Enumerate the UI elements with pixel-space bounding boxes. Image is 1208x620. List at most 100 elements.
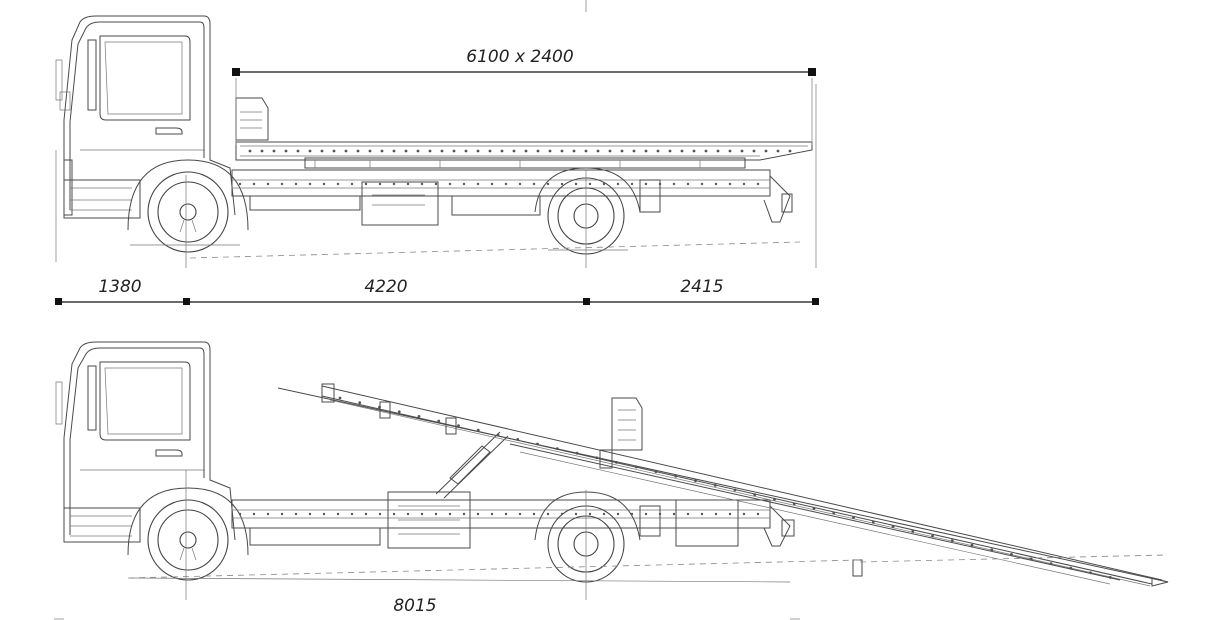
platform-hole (378, 405, 381, 409)
chassis-hole (602, 512, 606, 516)
chassis-hole (420, 182, 424, 186)
platform-hole (656, 149, 660, 153)
platform-hole (416, 149, 420, 153)
dim-front-overhang-label: 1380 (98, 277, 141, 297)
chassis-hole (434, 182, 438, 186)
ground-line-top (189, 241, 801, 259)
tilted-platform (277, 383, 1169, 587)
chassis-hole (378, 512, 382, 516)
front-step-top (63, 179, 141, 219)
platform-hole (608, 149, 612, 153)
platform-hole (548, 149, 552, 153)
dim-rear-overhang-label: 2415 (680, 277, 723, 297)
chassis-hole (294, 182, 298, 186)
chassis-hole (672, 512, 676, 516)
platform-hole (668, 149, 672, 153)
chassis-hole (448, 512, 452, 516)
platform-hole (733, 488, 737, 492)
chassis-hole (644, 512, 648, 516)
platform-hole (320, 149, 324, 153)
chassis-hole (588, 182, 592, 186)
platform-hole (512, 149, 516, 153)
chassis-hole (364, 182, 368, 186)
platform-hole (1108, 576, 1112, 579)
chassis-hole (434, 512, 438, 516)
platform-hole (911, 530, 915, 533)
chassis-hole (546, 512, 550, 516)
chassis-hole (588, 512, 592, 516)
chassis-hole (392, 182, 396, 186)
platform-hole (284, 149, 288, 153)
dimension-axles: 1380 4220 2415 (55, 277, 819, 305)
chassis-hole (392, 512, 396, 516)
chassis-hole (630, 182, 634, 186)
platform-hole (356, 149, 360, 153)
chassis-hole (448, 182, 452, 186)
platform-hole (524, 149, 528, 153)
platform-hole (344, 149, 348, 153)
ground-line-bottom-3 (129, 577, 791, 583)
chassis-hole (406, 512, 410, 516)
chassis-hole (714, 512, 718, 516)
platform-hole (764, 149, 768, 153)
chassis-hole (644, 182, 648, 186)
chassis-hole (532, 182, 536, 186)
chassis-hole (462, 182, 466, 186)
platform-hole (740, 149, 744, 153)
chassis-hole (504, 512, 508, 516)
chassis-hole (490, 512, 494, 516)
chassis-hole (378, 182, 382, 186)
chassis-hole (518, 182, 522, 186)
chassis-bottom (231, 491, 795, 549)
platform-hole (555, 447, 559, 450)
chassis-hole (504, 182, 508, 186)
platform-hole (728, 149, 732, 153)
platform-hole (392, 149, 396, 153)
platform-hole (852, 516, 855, 519)
chassis-hole (364, 512, 368, 516)
platform-hole (753, 493, 757, 496)
chassis-hole (490, 182, 494, 186)
platform-hole (476, 428, 480, 432)
chassis-hole (322, 182, 326, 186)
platform-hole (308, 149, 312, 153)
platform-hole (440, 149, 444, 153)
chassis-hole (420, 512, 424, 516)
chassis-hole (518, 512, 522, 516)
platform-hole (632, 149, 636, 153)
platform-hole (560, 149, 564, 153)
chassis-hole (308, 182, 312, 186)
platform-hole (584, 149, 588, 153)
chassis-hole (350, 182, 354, 186)
platform-hole (716, 149, 720, 153)
chassis-hole (252, 512, 256, 516)
chassis-hole (630, 512, 634, 516)
platform-hole (674, 474, 678, 478)
front-step-bottom (63, 507, 141, 543)
front-wheel-top (127, 159, 249, 253)
platform-hole (500, 149, 504, 153)
platform-hole (368, 149, 372, 153)
platform-hole (812, 507, 816, 510)
chassis-hole (756, 182, 760, 186)
platform-hole (596, 149, 600, 153)
chassis-hole (574, 182, 578, 186)
cab-top (55, 15, 236, 216)
hydraulic-cylinder (435, 431, 509, 499)
platform-hole (1069, 566, 1073, 570)
dim-platform-label: 6100 x 2400 (466, 47, 573, 67)
chassis-hole (308, 512, 312, 516)
dim-total-length-label: 8015 (393, 596, 436, 616)
platform-hole (752, 149, 756, 153)
platform-hole (1049, 562, 1053, 565)
platform-hole (792, 502, 796, 506)
platform-hole (272, 149, 276, 153)
platform-hole (536, 149, 540, 153)
truck-bottom-view (55, 341, 1169, 600)
ground-line-bottom-1 (127, 559, 861, 579)
platform-hole (644, 149, 648, 153)
rear-wheel-bottom (534, 491, 641, 583)
chassis-hole (560, 182, 564, 186)
chassis-hole (658, 182, 662, 186)
